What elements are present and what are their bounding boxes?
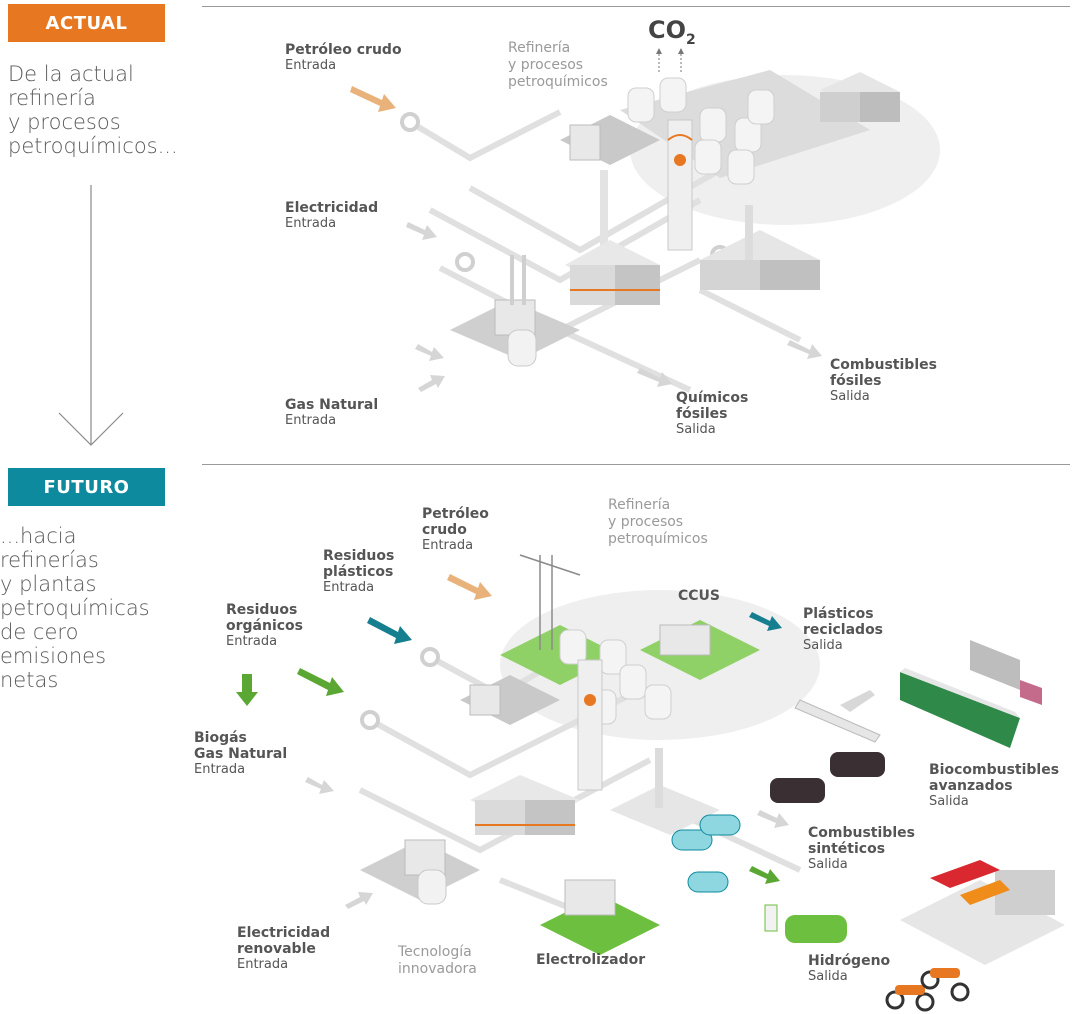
- crude-input-arrow: [350, 86, 396, 112]
- futuro-input-renewable: Electricidad renovable Entrada: [237, 925, 331, 972]
- electrolyzer-label: Electrolizador: [536, 952, 646, 968]
- renewable-input-arrow: [345, 892, 373, 909]
- crane-icon: [519, 554, 581, 650]
- actual-refinery-label: Refinería y procesos petroquímicos: [508, 40, 608, 90]
- futuro-input-biogas: Biogás Gas Natural Entrada: [194, 730, 288, 777]
- actual-description: De la actual refinería y procesos petroq…: [8, 62, 178, 158]
- futuro-scene: [236, 554, 1065, 1012]
- recycled-output-arrow: [749, 612, 782, 631]
- airplane-icon: [794, 690, 881, 743]
- transition-arrow: [58, 185, 124, 446]
- co2-label: CO2: [648, 16, 696, 48]
- actual-badge: ACTUAL: [8, 4, 165, 42]
- actual-output-chemicals: Químicos fósiles Salida: [676, 390, 749, 437]
- plastics-input-arrow: [367, 617, 412, 644]
- tech-label: Tecnología innovadora: [398, 944, 477, 977]
- futuro-output-biofuels: Biocombustibles avanzados Salida: [929, 762, 1060, 809]
- hydrogen-output-arrow: [749, 866, 780, 884]
- futuro-refinery-label: Refinería y procesos petroquímicos: [608, 497, 708, 547]
- crude-input-arrow-futuro: [447, 574, 492, 600]
- gas-station-icon: [900, 860, 1065, 965]
- futuro-badge: FUTURO: [8, 468, 165, 506]
- futuro-output-synthetic: Combustibles sintéticos Salida: [808, 825, 915, 872]
- futuro-column: [577, 659, 603, 791]
- biogas-input-arrow: [236, 674, 258, 706]
- futuro-input-crude: Petróleo crudo Entrada: [422, 506, 489, 553]
- middle-divider: [202, 464, 1070, 465]
- car-icons: [770, 752, 885, 943]
- top-divider: [202, 6, 1070, 7]
- ccus-label: CCUS: [678, 588, 720, 604]
- electricity-input-arrow: [406, 222, 437, 240]
- futuro-output-recycled: Plásticos reciclados Salida: [803, 606, 884, 653]
- hydrogen-tank-icon: [671, 829, 713, 851]
- truck-icon: [970, 640, 1042, 705]
- distillation-column: [667, 119, 693, 251]
- organic-input-arrow: [297, 668, 344, 696]
- actual-input-electricity: Electricidad Entrada: [285, 200, 379, 231]
- actual-input-gas: Gas Natural Entrada: [285, 397, 379, 428]
- futuro-input-organic: Residuos orgánicos Entrada: [226, 602, 304, 649]
- futuro-input-plastics: Residuos plásticos Entrada: [323, 548, 395, 595]
- ship-icon: [900, 668, 1020, 748]
- synthetic-output-arrow: [757, 810, 789, 828]
- charger-icon: [764, 904, 778, 932]
- futuro-description: ...hacia refinerías y plantas petroquími…: [0, 524, 150, 692]
- gas-input-arrow: [418, 375, 445, 392]
- futuro-output-hydrogen: Hidrógeno Salida: [808, 953, 891, 984]
- motorcycle-icons: [885, 968, 970, 1012]
- chemicals-output-arrow: [637, 368, 672, 387]
- actual-input-crude: Petróleo crudo Entrada: [285, 42, 402, 73]
- actual-output-fuels: Combustibles fósiles Salida: [830, 357, 937, 404]
- actual-scene: [350, 48, 940, 393]
- fuels-output-arrow: [787, 340, 822, 359]
